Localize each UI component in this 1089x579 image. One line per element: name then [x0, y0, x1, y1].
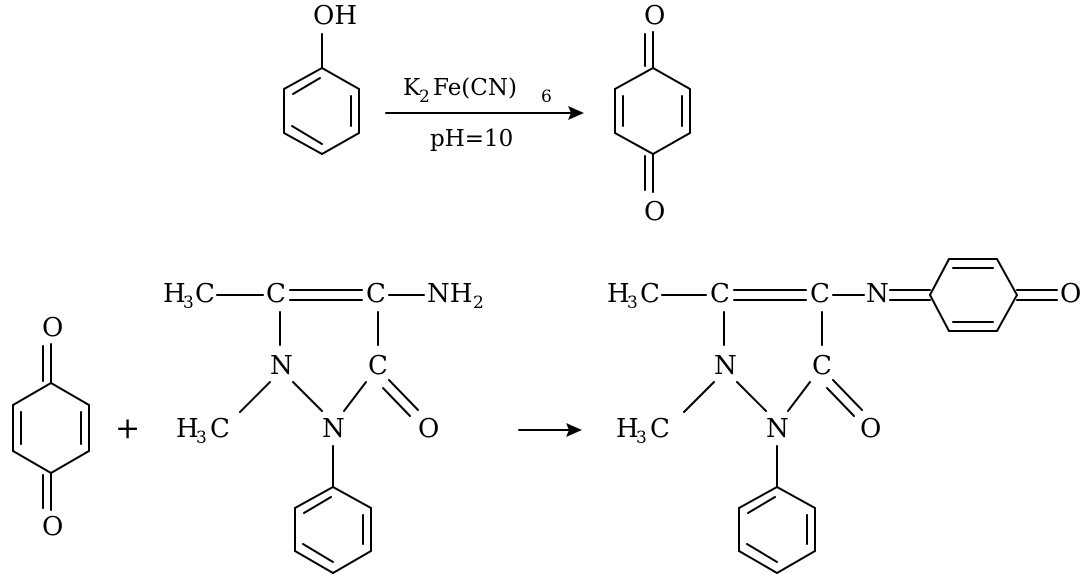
phenol-molecule: OH: [283, 1, 360, 155]
aap-h3c-top-h: H: [163, 279, 186, 309]
aminoantipyrine-molecule: H 3 C C C NH 2 N C H 3 C N O: [163, 279, 484, 574]
aap-h3c-n-h: H: [176, 414, 199, 444]
aap-h3c-n-sub: 3: [196, 428, 207, 448]
aap-n1-label: N: [270, 351, 293, 381]
aap-n2-label: N: [322, 414, 345, 444]
prod-c5-label: C: [710, 279, 730, 309]
aap-nh2-label: NH: [427, 279, 472, 309]
quinone-r-top-o-label: O: [42, 313, 63, 343]
prod-h3c-top-sub: 3: [627, 293, 638, 313]
aap-nh2-sub: 2: [473, 293, 484, 313]
quinone-top-o-label: O: [644, 1, 665, 31]
prod-n1-label: N: [714, 351, 737, 381]
arrow-head: [568, 106, 584, 120]
prod-h3c-n-sub: 3: [636, 428, 647, 448]
arrow-head: [566, 423, 582, 437]
reagent-fecn-label: Fe(CN): [433, 75, 517, 101]
aap-h3c-top-sub: 3: [183, 293, 194, 313]
prod-o-label: O: [860, 414, 881, 444]
prod-n-imine-label: N: [866, 279, 889, 309]
prod-h3c-top-c: C: [640, 279, 660, 309]
prod-c4-label: C: [810, 279, 830, 309]
prod-n2-label: N: [766, 414, 789, 444]
prod-quinone-o-label: O: [1060, 279, 1081, 309]
aap-h3c-top-c: C: [195, 279, 215, 309]
benzoquinone-product: O O: [614, 1, 691, 227]
prod-h3c-n-c: C: [650, 414, 670, 444]
plus-sign: +: [115, 411, 140, 446]
aap-h3c-n-c: C: [210, 414, 230, 444]
indophenol-product: H 3 C C C N O N C H 3 C N: [607, 258, 1081, 574]
aap-c5-label: C: [266, 279, 286, 309]
reaction-1-arrow: K 2 Fe(CN) 6 pH=10: [385, 75, 584, 152]
reagent-k-subscript: 2: [419, 87, 430, 107]
quinone-bottom-o-label: O: [644, 197, 665, 227]
reaction-2-arrow: [518, 423, 582, 437]
prod-h3c-top-h: H: [607, 279, 630, 309]
reagent-k-label: K: [403, 75, 421, 101]
aap-o-label: O: [418, 414, 439, 444]
aap-c4-label: C: [366, 279, 386, 309]
prod-c3-label: C: [812, 351, 832, 381]
prod-h3c-n-h: H: [616, 414, 639, 444]
condition-ph-label: pH=10: [430, 126, 513, 152]
phenol-oh-label: OH: [313, 1, 357, 31]
benzoquinone-reactant: O O: [12, 313, 90, 542]
aap-c3-label: C: [368, 351, 388, 381]
reagent-fecn-subscript: 6: [541, 87, 552, 107]
quinone-r-bottom-o-label: O: [42, 512, 63, 542]
